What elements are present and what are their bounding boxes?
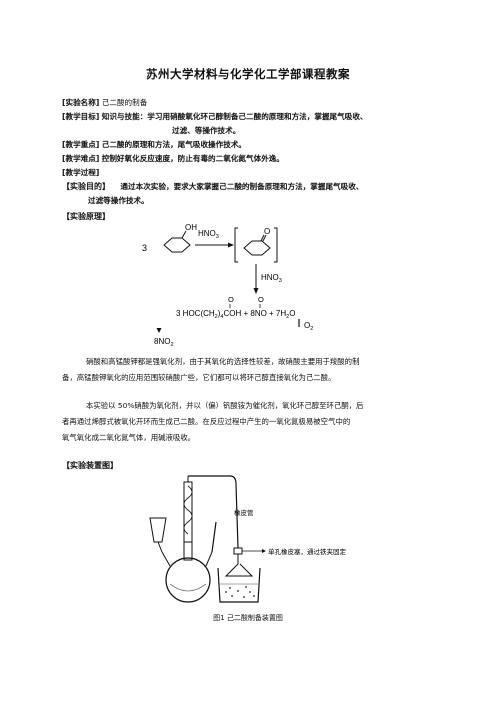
coefficient-3: 3	[142, 243, 147, 253]
teaching-key-line: [教学重点] 己二酸的原理和方法，尾气吸收操作技术。	[62, 140, 246, 150]
product-equation: 3 HOC(CH2)4COH + 8NO + 7H2O	[176, 309, 295, 320]
dropping-funnel	[149, 517, 167, 543]
experiment-name-label: [实验名称]	[62, 98, 100, 107]
product-o-2: O	[258, 295, 264, 304]
cyclohexanone-ring	[243, 240, 271, 256]
flask-center-neck	[183, 541, 193, 561]
teaching-goal-line: [教学目标] 知识与技能：学习用硝酸氧化环己醇制备己二酸的原理和方法，掌握尾气吸…	[62, 112, 368, 122]
para2-line1: 本实验以 50%硝酸为氧化剂，并以（偏）钒酸铵为催化剂，氧化环己醇至环己酮，后	[86, 401, 364, 410]
principle-paragraph-2: 本实验以 50%硝酸为氧化剂，并以（偏）钒酸铵为催化剂，氧化环己醇至环己酮，后 …	[62, 398, 434, 446]
teaching-goal-cont: 过滤、等操作技术。	[172, 126, 241, 135]
para2-line3: 氧气氧化成二氧化氮气体，用碱液吸收。	[62, 433, 196, 442]
para1-line2: 备，高锰酸钾氧化的应用范围较硝酸广些，它们都可以将环己醇直接氧化为己二酸。	[62, 373, 336, 382]
flask-right-neck	[205, 551, 213, 567]
page-title: 苏州大学材料与化学化工学部课程教案	[146, 67, 350, 81]
teaching-difficulty-label: [教学难点]	[62, 154, 100, 163]
o2-label: O2	[304, 321, 313, 330]
absorption-beaker	[217, 567, 261, 603]
ketone-bond-a	[260, 234, 265, 242]
flask-liquid	[169, 583, 207, 592]
principle-label: 【实验原理】	[62, 212, 110, 221]
para2-line2: 者再通过烯醇式被氧化开环而生成己二酸。在反应过程中产生的一氧化氮极易被空气中的	[62, 417, 351, 426]
purpose-label: 【实验目的】	[62, 182, 110, 191]
funnel-stem	[157, 541, 163, 553]
experiment-name-value: 己二酸的制备	[101, 98, 148, 107]
principle-paragraph-1: 硝酸和高锰酸钾都是强氧化剂，由于其氧化的选择性较差，故硝酸主要用于羧酸的制 备，…	[62, 354, 434, 386]
single-hole-stopper	[233, 547, 243, 555]
ketone-o: O	[264, 227, 270, 236]
apparatus-diagram: 橡皮管 单孔橡皮塞，通过铁夹固定	[149, 475, 347, 603]
oh-label: OH	[185, 223, 197, 232]
teaching-goal-value: 知识与技能：学习用硝酸氧化环己醇制备己二酸的原理和方法，掌握尾气吸收、	[101, 112, 368, 121]
three-neck-flask	[165, 557, 211, 603]
stopper-pointer-head	[262, 549, 266, 553]
down-arrowhead-1	[253, 288, 259, 294]
beaker-liquid-dots	[225, 586, 255, 598]
teaching-key-label: [教学重点]	[62, 140, 100, 149]
figure-caption: 图1 己二酸制备装置图	[213, 614, 283, 622]
stopper-label: 单孔橡皮塞，通过铁夹固定	[268, 547, 347, 556]
no2-product: 8NO2	[154, 328, 174, 348]
teaching-difficulty-value: 控制好氧化反应速度，防止有毒的二氧化氮气体外逸。	[101, 154, 284, 163]
product-o-1: O	[228, 295, 234, 304]
rubber-tube-label: 橡皮管	[234, 508, 254, 517]
teaching-difficulty-line: [教学难点] 控制好氧化反应速度，防止有毒的二氧化氮气体外逸。	[62, 154, 284, 164]
down-arrowhead-2	[156, 328, 162, 333]
inverted-funnel	[224, 554, 254, 577]
teaching-process-label: [教学过程]	[62, 168, 100, 177]
bracket-right	[274, 227, 278, 263]
hno3-label-2: HNO3	[261, 273, 282, 284]
rubber-tube	[188, 475, 239, 549]
ketone-bond-b	[262, 234, 267, 242]
reaction-scheme: 3 OH HNO3 O HNO3 O O 3 HOC(CH2)4COH + 8N…	[142, 223, 313, 330]
reflux-condenser	[183, 481, 193, 543]
cyclohexanol-ring	[163, 237, 191, 253]
thermometer	[211, 521, 217, 553]
oh-bond	[181, 230, 187, 239]
teaching-key-value: 己二酸的原理和方法，尾气吸收操作技术。	[101, 140, 247, 149]
flask-left-neck	[161, 551, 171, 567]
experiment-name-line: [实验名称] 己二酸的制备	[62, 98, 147, 108]
reaction-arrowhead-1	[228, 242, 234, 248]
purpose-text: 通过本次实验，要求大家掌握己二酸的制备原理和方法，掌握尾气吸收、	[120, 182, 364, 191]
no2-label: 8NO2	[154, 337, 174, 348]
hno3-label-1: HNO3	[198, 229, 219, 240]
purpose-line: 【实验目的】 通过本次实验，要求大家掌握己二酸的制备原理和方法，掌握尾气吸收、	[62, 182, 363, 192]
purpose-text-cont: 过滤等操作技术。	[88, 196, 149, 205]
apparatus-label: 【实验装置图】	[62, 461, 118, 470]
condenser-coil	[183, 485, 193, 535]
teaching-goal-label: [教学目标]	[62, 112, 100, 121]
bracket-left	[234, 227, 238, 263]
para1-line1: 硝酸和高锰酸钾都是强氧化剂，由于其氧化的选择性较差，故硝酸主要用于羧酸的制	[86, 357, 360, 366]
